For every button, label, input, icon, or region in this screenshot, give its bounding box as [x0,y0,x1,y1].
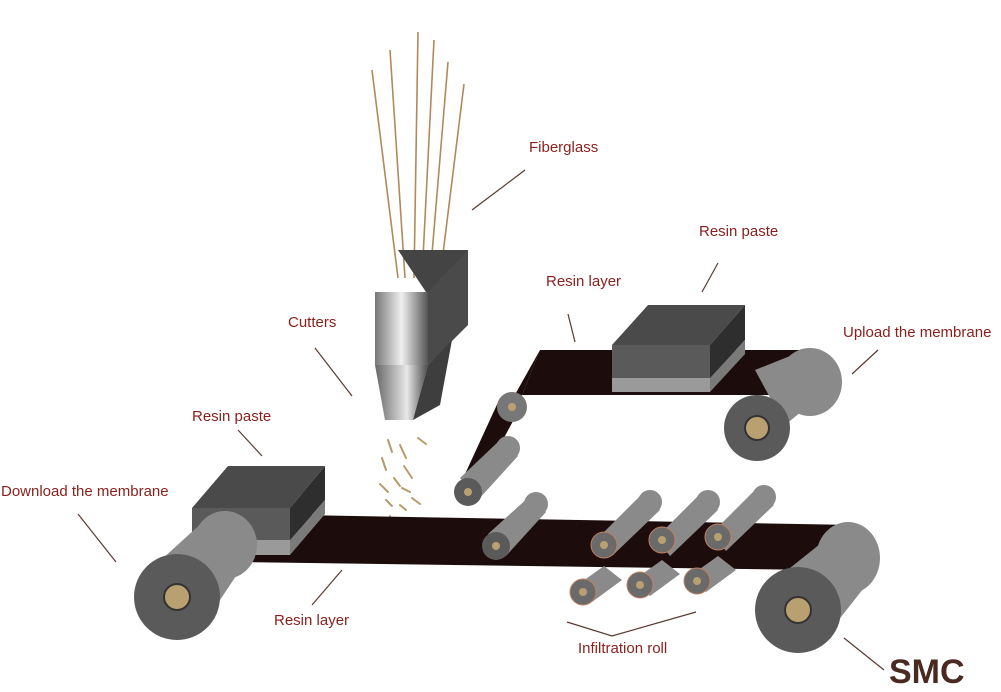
guide-roller-mid [454,436,520,506]
upload-membrane-roller [724,348,842,461]
infiltration-rollers-lower [569,556,736,606]
label-resin-paste-left: Resin paste [192,408,271,425]
label-upload-membrane: Upload the membrane [843,324,991,341]
label-infiltration-roll: Infiltration roll [578,640,667,657]
label-fiberglass: Fiberglass [529,139,598,156]
label-cutters: Cutters [288,314,336,331]
infiltration-rollers-upper [590,485,776,559]
label-download-membrane: Download the membrane [1,483,169,500]
download-membrane-roller [134,511,257,640]
labels: Fiberglass Resin paste Resin layer Cutte… [1,139,991,691]
label-resin-layer-top: Resin layer [546,273,621,290]
label-resin-layer-bottom: Resin layer [274,612,349,629]
guide-roller-upper [497,392,527,422]
leader-lines [77,169,885,671]
chopped-fibers [379,437,427,527]
cutter-hopper [375,250,468,420]
smc-output-roller [755,522,880,653]
label-resin-paste-top: Resin paste [699,223,778,240]
label-smc: SMC [889,653,965,691]
guide-roller-lower [482,492,548,560]
lower-membrane-belt [240,515,855,570]
fiberglass-strands [371,31,465,279]
resin-paste-box-top [612,305,745,392]
